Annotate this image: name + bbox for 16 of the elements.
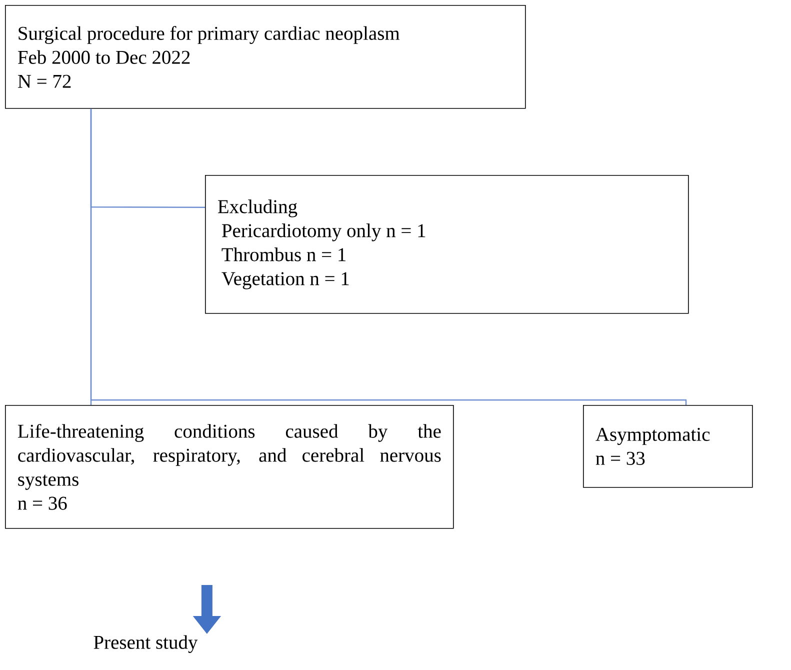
node-text: Vegetation n = 1 (222, 272, 349, 290)
flow-box (205, 175, 689, 314)
flow-box (583, 405, 753, 488)
node-text: Feb 2000 to Dec 2022 (18, 50, 190, 64)
node-text: N = 72 (18, 74, 71, 88)
connector-line (90, 108, 687, 406)
node-text: Pericardiotomy only n = 1 (222, 224, 426, 242)
node-text: Thrombus n = 1 (222, 248, 346, 262)
node-text: Present study (94, 635, 198, 653)
node-text: Asymptomatic (596, 428, 710, 445)
node-text: n = 33 (596, 452, 645, 465)
flow-box (5, 5, 526, 109)
node-text: Surgical procedure for primary cardiac neoplasm (18, 26, 400, 44)
node-text: n = 36 (18, 496, 67, 510)
flow-box (5, 405, 454, 529)
node-text: Excluding (218, 200, 298, 218)
